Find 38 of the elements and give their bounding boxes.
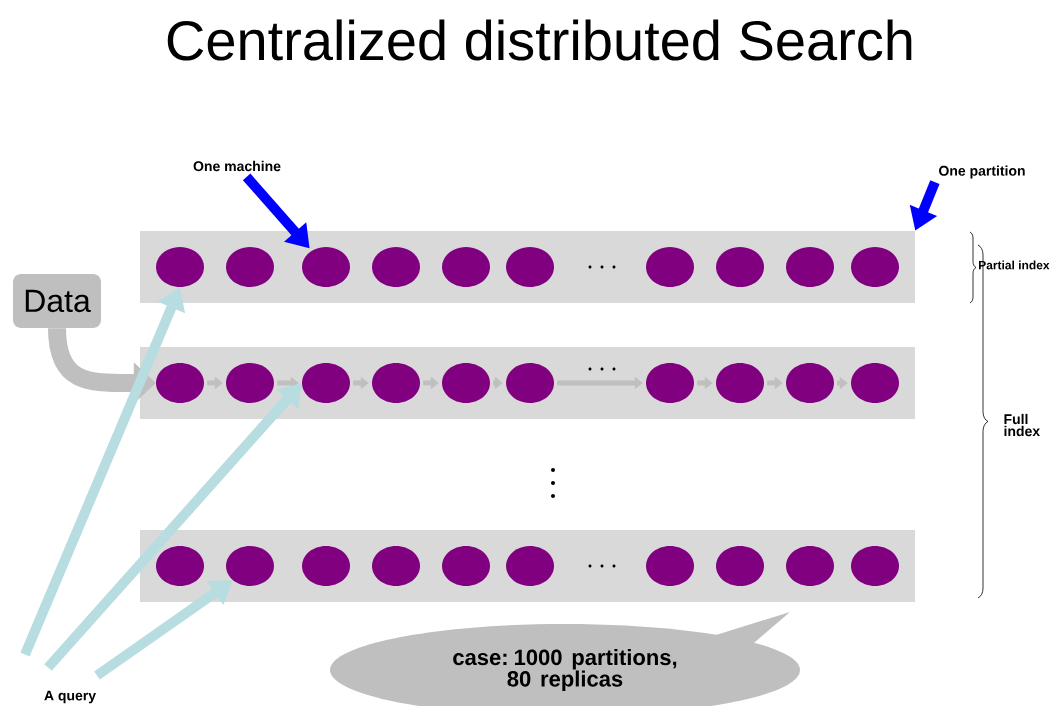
machine-ellipse: [372, 247, 420, 287]
machine-ellipse: [786, 546, 834, 586]
bracket-label: Full index: [1004, 413, 1040, 437]
machine-ellipse: [372, 546, 420, 586]
machine-ellipse: [506, 247, 554, 287]
annotation-text: One partition: [939, 165, 1025, 179]
machine-ellipse: [156, 363, 204, 403]
machine-ellipse: [226, 247, 274, 287]
machine-ellipse: [302, 247, 350, 287]
machine-ellipse: [786, 363, 834, 403]
machine-ellipse: [646, 363, 694, 403]
machine-ellipse: [302, 546, 350, 586]
annotation-text: One machine: [193, 160, 281, 172]
machine-ellipse: [442, 363, 490, 403]
machine-ellipse: [716, 247, 764, 287]
machine-ellipse: [851, 247, 899, 287]
machine-ellipse: [646, 247, 694, 287]
speech-bubble: case: 1000 partitions, 80 replicas: [330, 612, 800, 706]
machine-ellipse: [226, 363, 274, 403]
machine-ellipse: [646, 546, 694, 586]
machine-ellipse: [156, 546, 204, 586]
machine-ellipse: [851, 363, 899, 403]
machine-ellipse: [442, 546, 490, 586]
machine-ellipse: [302, 363, 350, 403]
machine-ellipse: [372, 363, 420, 403]
machine-ellipse: [851, 546, 899, 586]
machine-ellipse: [506, 363, 554, 403]
machine-ellipse: [716, 363, 764, 403]
machine-ellipse: [786, 247, 834, 287]
machine-ellipse: [226, 546, 274, 586]
annotation-text: A query: [44, 690, 96, 704]
bracket-label: Partial index: [979, 260, 1050, 270]
machine-ellipse: [506, 546, 554, 586]
machine-ellipse: [156, 247, 204, 287]
machine-ellipse: [716, 546, 764, 586]
machine-ellipse: [442, 247, 490, 287]
title: Centralized distributed Search: [167, 19, 912, 61]
data-box: Data: [13, 274, 101, 328]
